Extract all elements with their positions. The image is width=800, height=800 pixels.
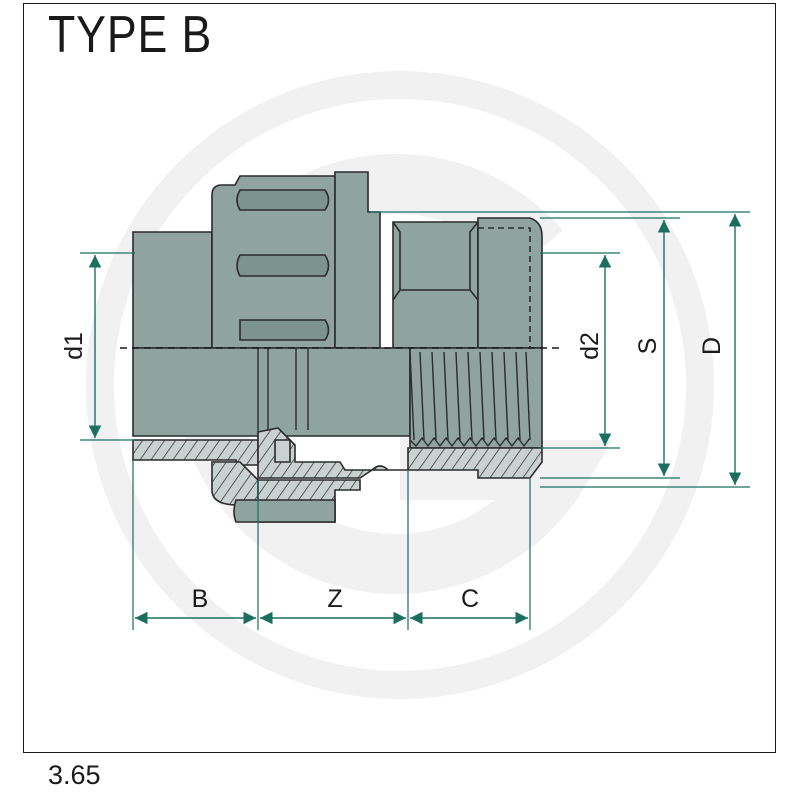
label-d1: d1 [60, 332, 88, 360]
bore-lines [257, 348, 309, 436]
extension-lines [80, 211, 750, 630]
label-d: D [698, 337, 726, 355]
label-c: C [461, 585, 479, 613]
label-s: S [634, 338, 662, 355]
page-title: TYPE B [48, 6, 213, 64]
label-z: Z [327, 585, 342, 613]
label-d2: d2 [576, 332, 604, 360]
label-b: B [192, 585, 209, 613]
fitting-body [132, 171, 543, 449]
internal-thread [409, 351, 531, 448]
page-number: 3.65 [48, 760, 101, 790]
section-wall [132, 427, 543, 523]
